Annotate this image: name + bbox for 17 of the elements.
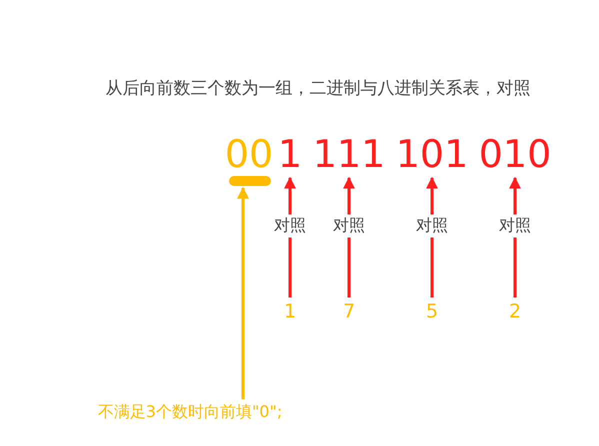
octal-digit: 5	[426, 302, 438, 322]
arrow	[237, 186, 249, 400]
edge-label: 对照	[333, 214, 365, 238]
binary-digits: 1	[278, 134, 302, 176]
octal-digit: 7	[342, 302, 356, 322]
binary-digits: 00	[224, 134, 274, 176]
octal-digit: 1	[284, 302, 296, 322]
binary-digits: 111	[312, 134, 386, 176]
octal-digit: 2	[508, 302, 522, 322]
note-text: 不满足3个数时向前填"0";	[98, 403, 282, 421]
binary-digits: 101	[396, 134, 468, 176]
edge-label: 对照	[499, 214, 531, 238]
title: 从后向前数三个数为一组，二进制与八进制关系表，对照	[106, 78, 530, 100]
underline-bar	[229, 176, 271, 186]
edge-label: 对照	[274, 214, 306, 238]
edge-label: 对照	[416, 214, 448, 238]
binary-digits: 010	[478, 134, 552, 176]
